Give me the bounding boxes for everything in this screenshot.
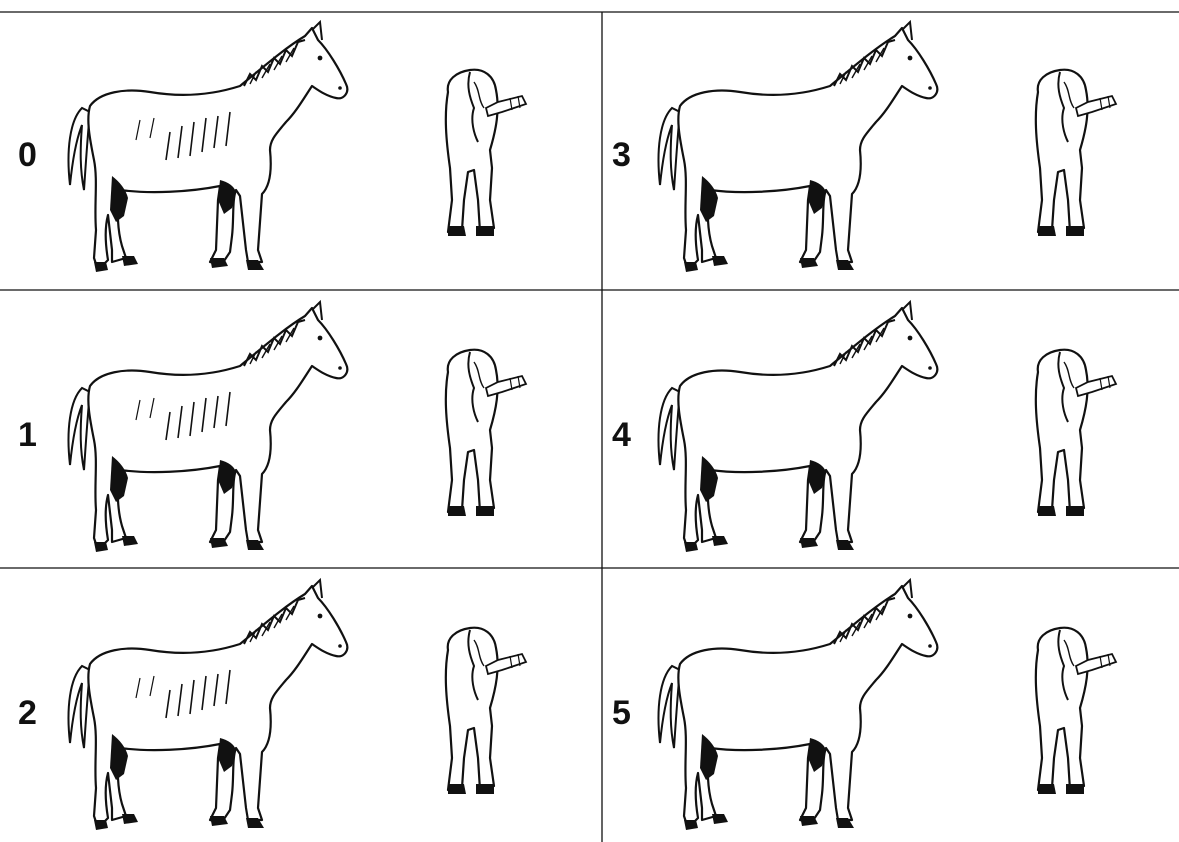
panel-score-1: 1 (18, 302, 526, 552)
horse-side-icon (69, 580, 348, 830)
score-label: 5 (612, 694, 631, 732)
horse-rear-icon (1036, 628, 1116, 794)
panel-score-0: 0 (18, 22, 526, 272)
horse-side-icon (659, 302, 938, 552)
panel-score-5: 5 (612, 580, 1116, 830)
horse-rear-icon (446, 628, 526, 794)
panel-score-2: 2 (18, 580, 526, 830)
horse-rear-icon (1036, 350, 1116, 516)
score-label: 0 (18, 136, 37, 174)
horse-side-icon (69, 302, 348, 552)
panel-score-4: 4 (612, 302, 1116, 552)
panel-score-3: 3 (612, 22, 1116, 272)
score-label: 1 (18, 416, 37, 454)
score-label: 4 (612, 416, 631, 454)
horse-side-icon (659, 22, 938, 272)
score-label: 2 (18, 694, 37, 732)
horse-rear-icon (1036, 70, 1116, 236)
horse-side-icon (69, 22, 348, 272)
score-label: 3 (612, 136, 631, 174)
horse-side-icon (659, 580, 938, 830)
horse-rear-icon (446, 70, 526, 236)
horse-rear-icon (446, 350, 526, 516)
